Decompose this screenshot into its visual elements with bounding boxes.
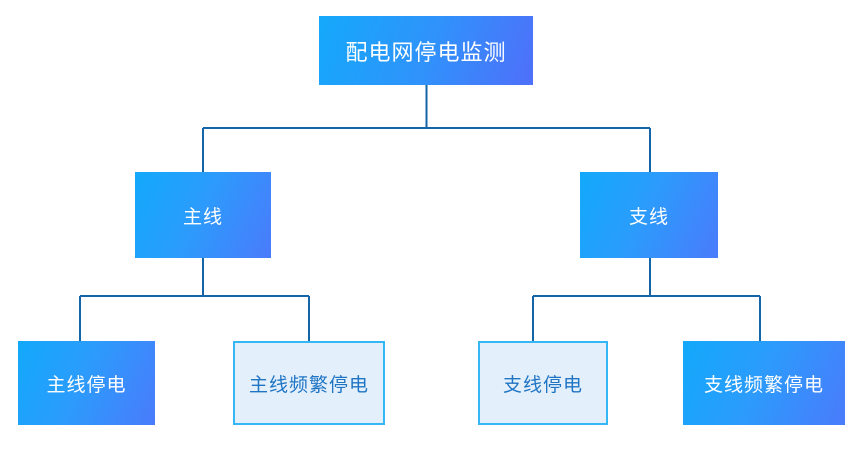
node-main-line-outage[interactable]: 主线停电 — [18, 341, 155, 425]
node-main-line[interactable]: 主线 — [135, 172, 271, 258]
node-branch-line-frequent-outage[interactable]: 支线频繁停电 — [683, 341, 845, 425]
node-main-line-frequent-outage[interactable]: 主线频繁停电 — [233, 341, 385, 425]
node-root-distribution-network-outage-monitoring[interactable]: 配电网停电监测 — [319, 16, 533, 85]
node-branch-line[interactable]: 支线 — [580, 172, 718, 258]
node-branch-line-outage[interactable]: 支线停电 — [478, 341, 608, 425]
